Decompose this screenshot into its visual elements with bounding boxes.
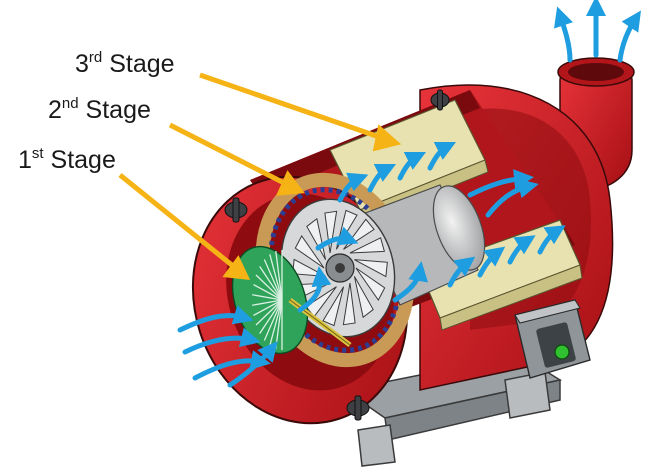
pointer-stage-3-head xyxy=(372,124,402,152)
airflow-arrow xyxy=(485,178,539,218)
stage-pointers xyxy=(118,72,402,280)
airflow-arrow xyxy=(617,10,641,63)
pointer-stage-2 xyxy=(168,122,292,189)
impeller-blade xyxy=(322,286,345,327)
fan-vane xyxy=(263,259,283,301)
pointer-stage-1 xyxy=(118,173,240,272)
airflow-arrow xyxy=(177,305,254,333)
airflow-arrow xyxy=(427,141,457,171)
fan-vane xyxy=(252,299,283,306)
fan-vane xyxy=(259,299,283,334)
airflow-arrow xyxy=(337,172,369,203)
outlet-pipe xyxy=(557,57,635,191)
power-switch-icon xyxy=(514,299,591,379)
fan-vane xyxy=(253,283,283,301)
impeller-blade xyxy=(353,276,374,319)
impeller-blade xyxy=(306,217,327,260)
label-stage-3: 3rd Stage xyxy=(75,49,175,78)
pointer-stage-1-head xyxy=(222,255,251,280)
airflow-arrow xyxy=(315,226,359,251)
impeller-blade xyxy=(305,286,337,318)
wing-nut-icon xyxy=(224,89,450,421)
airflow-arrow xyxy=(182,327,261,355)
airflow-arrow xyxy=(392,261,429,303)
impeller-blade xyxy=(354,259,388,278)
fan-vane xyxy=(275,251,283,301)
airflow-arrow xyxy=(192,350,271,381)
fan-vane xyxy=(252,294,283,301)
airflow-arrow xyxy=(227,341,278,388)
fan-vane xyxy=(259,266,283,301)
fan-vane xyxy=(275,299,283,349)
airflow-arrow xyxy=(553,6,573,63)
airflow-arrow-icon xyxy=(177,0,641,388)
airflow-arrow xyxy=(477,246,506,278)
airflow-arrow xyxy=(297,266,332,313)
fan-vane xyxy=(269,254,283,301)
impeller-blade xyxy=(355,267,386,302)
fan-vane xyxy=(263,299,283,341)
label-stage-2: 2nd Stage xyxy=(48,95,151,124)
fan-vane xyxy=(269,299,283,346)
fan-vane xyxy=(255,274,283,301)
airflow-arrow xyxy=(397,151,427,181)
fan-vane xyxy=(253,299,283,317)
fan-vane xyxy=(255,299,283,326)
impeller-blade xyxy=(324,210,338,254)
airflow-arrow xyxy=(367,163,397,193)
airflow-arrow xyxy=(507,235,536,265)
stage-3-pad-lower xyxy=(419,219,583,331)
pointer-stage-2-head xyxy=(275,170,305,196)
label-stage-1: 1st Stage xyxy=(18,145,116,174)
impeller-blade xyxy=(294,234,325,269)
pointer-stage-3 xyxy=(199,72,389,143)
impeller-blade xyxy=(349,237,386,254)
impeller-blade xyxy=(342,282,356,326)
airflow-arrow xyxy=(447,256,476,288)
airflow-arrow xyxy=(467,169,534,198)
airflow-arrow xyxy=(537,225,566,255)
